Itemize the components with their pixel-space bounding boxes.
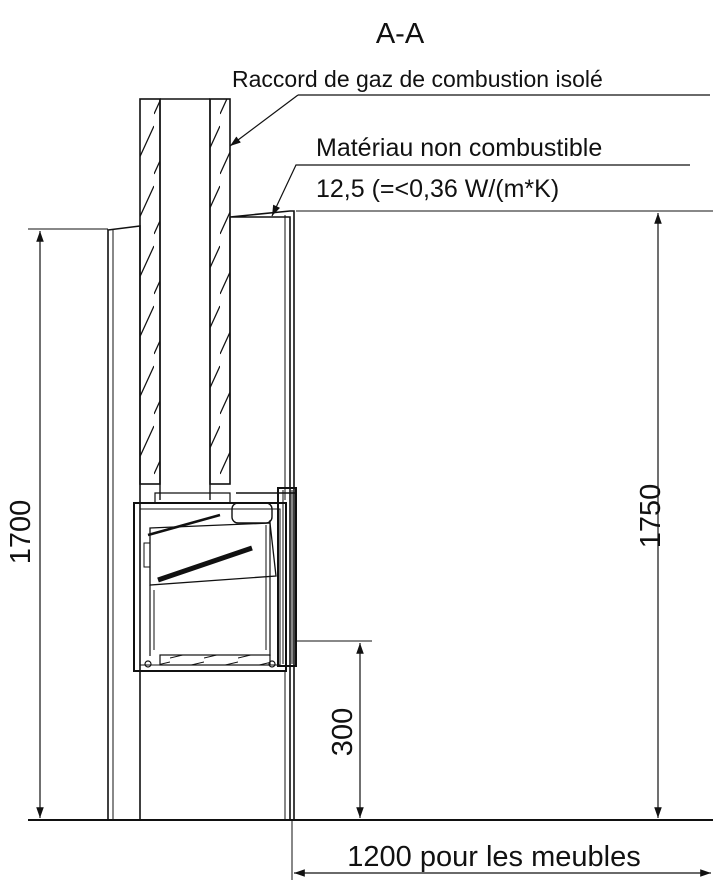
- dim-label-left-height: 1700: [5, 500, 37, 565]
- dimension-base-height: [296, 640, 372, 818]
- flue-leader: [229, 94, 299, 147]
- material-leader: [271, 164, 690, 217]
- dim-label-clearance: 1200 pour les meubles: [347, 841, 640, 873]
- dim-label-base-height: 300: [327, 708, 359, 756]
- label-flue-connection: Raccord de gaz de combustion isolé: [232, 66, 603, 92]
- dimension-right-height: [296, 210, 713, 818]
- label-material-line2: 12,5 (=<0,36 W/(m*K): [316, 175, 559, 203]
- stove-body: [133, 487, 297, 672]
- label-material-line1: Matériau non combustible: [316, 134, 602, 162]
- wall-cladding: [107, 210, 295, 821]
- dimension-clearance: [291, 820, 711, 880]
- section-title: A-A: [376, 18, 425, 50]
- dimension-left-height: [28, 228, 108, 818]
- dim-label-right-height: 1750: [635, 484, 667, 549]
- flue-pipe: [139, 98, 231, 500]
